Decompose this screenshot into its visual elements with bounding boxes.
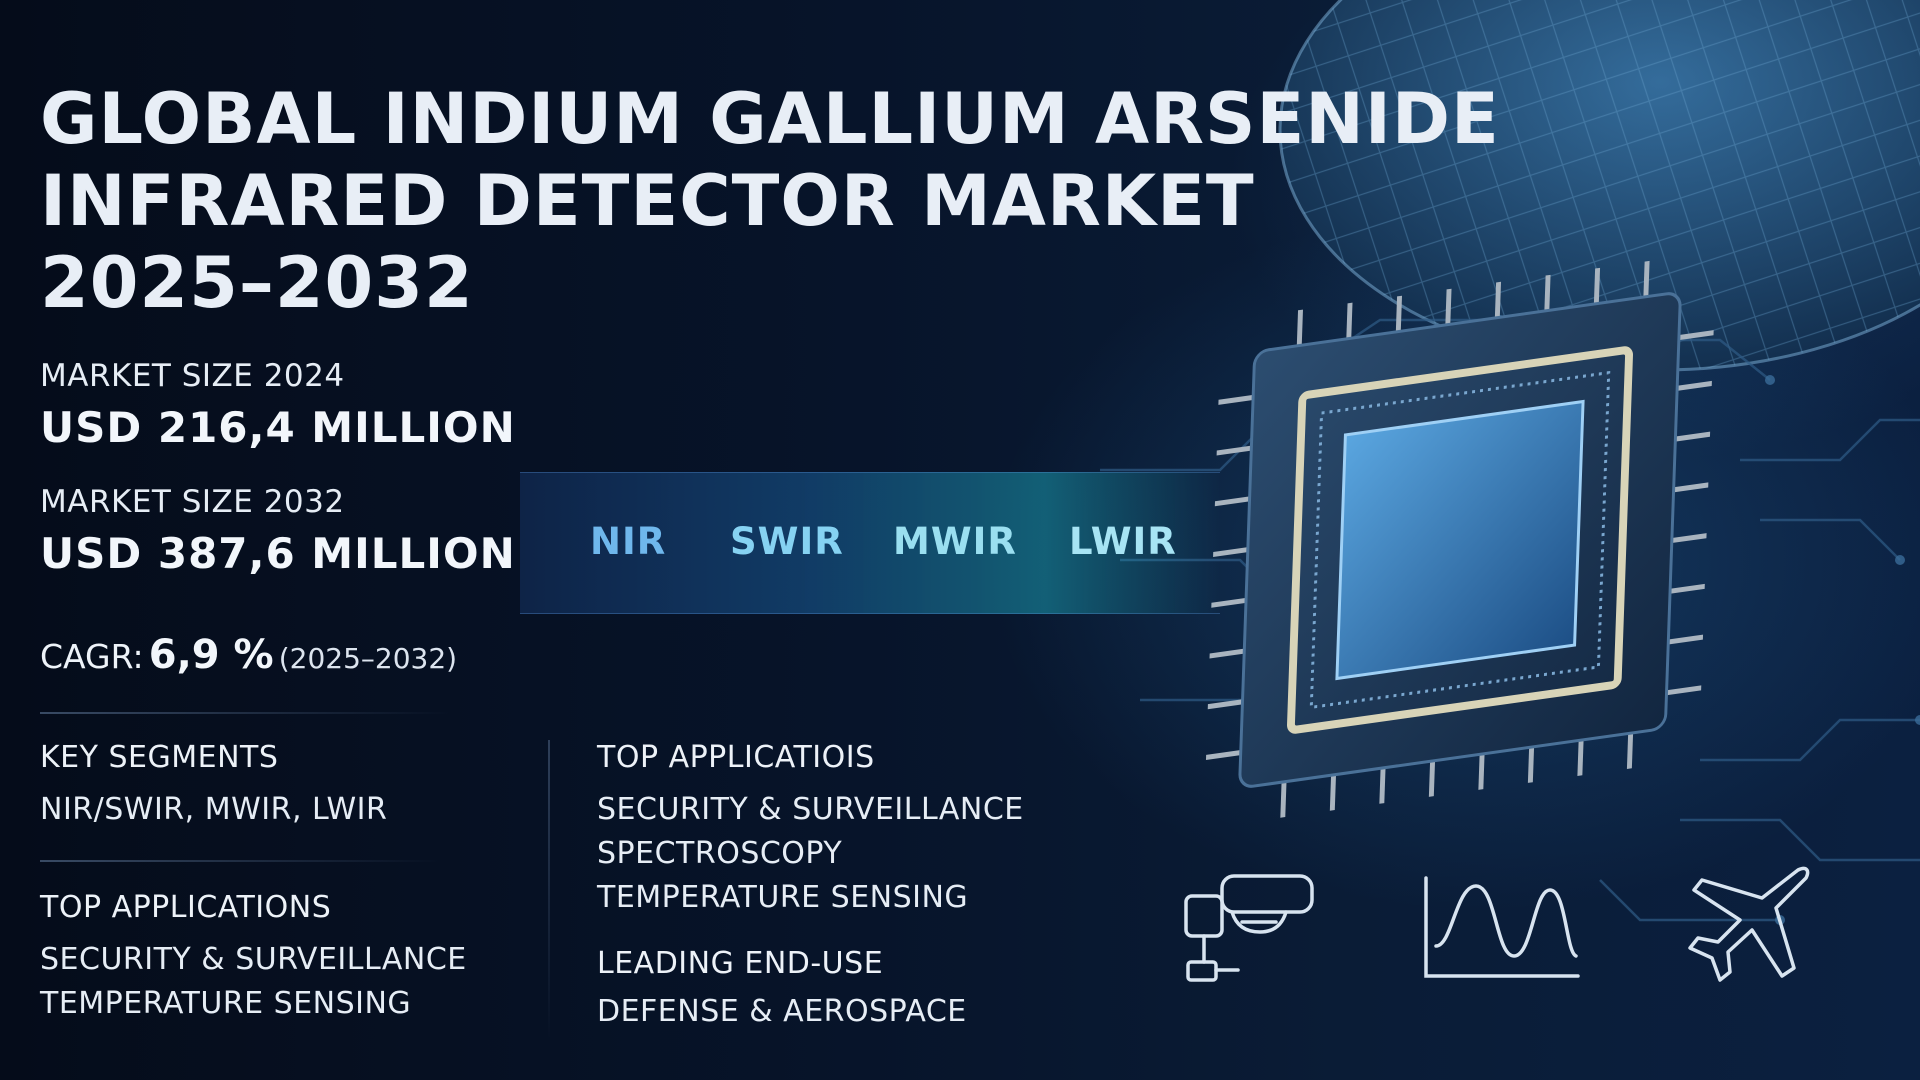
market-size-2024-value: USD 216,4 MILLION (40, 403, 516, 452)
band-mwir: MWIR (893, 520, 1017, 563)
title-line-3: 2025–2032 (40, 242, 474, 324)
airplane-icon (1688, 866, 1810, 982)
cagr-label: CAGR: (40, 637, 144, 676)
column-divider (548, 740, 550, 1040)
semiconductor-illustration (1100, 0, 1920, 925)
wafer-grid (1280, 0, 1920, 370)
top-applications-right-item-2: SPECTROSCOPY (597, 836, 843, 871)
spectrum-wave-icon (1424, 876, 1580, 978)
top-applications-left-item-2: TEMPERATURE SENSING (40, 986, 412, 1021)
leading-end-use-heading: LEADING END-USE (597, 946, 884, 981)
market-size-2032-value: USD 387,6 MILLION (40, 529, 516, 578)
title-line-2: INFRARED DETECTOR MARKET (40, 160, 1255, 242)
security-camera-icon (1184, 874, 1314, 982)
title-line-1: GLOBAL INDIUM GALLIUM ARSENIDE (40, 78, 1500, 160)
band-nir: NIR (590, 520, 667, 563)
cagr-line: CAGR: 6,9 % (2025–2032) (40, 632, 457, 678)
cagr-value: 6,9 % (148, 632, 274, 678)
top-applications-left-item-1: SECURITY & SURVEILLANCE (40, 942, 467, 977)
page-title: GLOBAL INDIUM GALLIUM ARSENIDE INFRARED … (40, 78, 1500, 324)
divider-2 (40, 860, 440, 862)
cagr-period: (2025–2032) (278, 642, 458, 675)
top-applications-right-item-1: SECURITY & SURVEILLANCE (597, 792, 1024, 827)
top-applications-right-heading: TOP APPLICATIOIS (597, 740, 875, 775)
chip-die (1335, 399, 1585, 681)
band-swir: SWIR (730, 520, 844, 563)
spectrum-band (520, 472, 1220, 614)
chip (1205, 260, 1714, 818)
top-applications-left-heading: TOP APPLICATIONS (40, 890, 332, 925)
key-segments-heading: KEY SEGMENTS (40, 740, 279, 775)
leading-end-use-text: DEFENSE & AEROSPACE (597, 994, 967, 1029)
top-applications-right-item-3: TEMPERATURE SENSING (597, 880, 969, 915)
market-size-2032-label: MARKET SIZE 2032 (40, 484, 345, 520)
divider-1 (40, 712, 450, 714)
band-lwir: LWIR (1069, 520, 1177, 563)
market-size-2024-label: MARKET SIZE 2024 (40, 358, 345, 394)
key-segments-text: NIR/SWIR, MWIR, LWIR (40, 792, 388, 827)
